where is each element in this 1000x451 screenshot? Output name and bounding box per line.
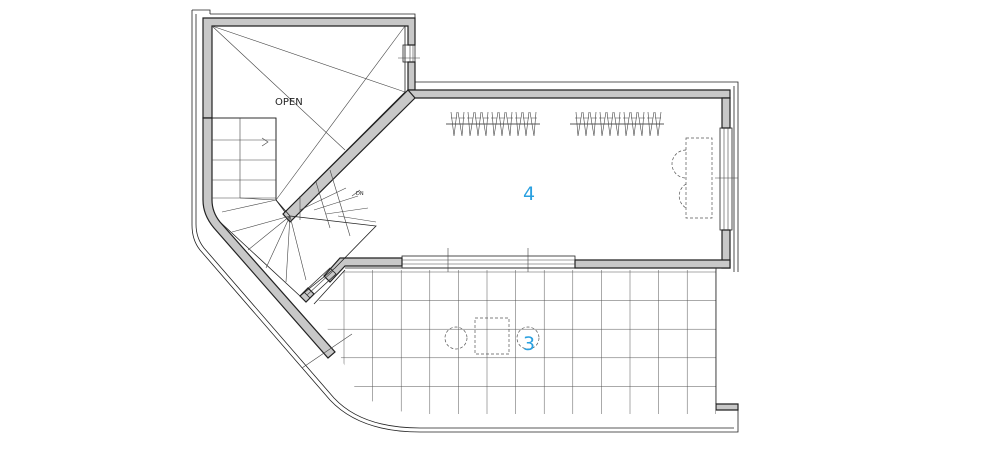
- hanger: [606, 111, 614, 137]
- staircase: DN: [212, 117, 377, 297]
- hanger: [599, 111, 607, 137]
- hanger: [647, 111, 655, 137]
- hanger: [498, 111, 506, 137]
- dn-label: DN: [356, 191, 364, 197]
- hanger: [474, 111, 482, 137]
- desk-room-4: [671, 137, 713, 219]
- hanger: [623, 111, 631, 137]
- hanger: [582, 111, 590, 137]
- hanger: [467, 111, 475, 137]
- hanger: [637, 111, 645, 137]
- hanger: [491, 111, 499, 137]
- hanger: [589, 111, 597, 137]
- hanger: [529, 111, 537, 137]
- outer-boundary: [191, 9, 739, 433]
- hanger: [450, 111, 458, 137]
- open-void: OPEN: [211, 25, 406, 213]
- walls: [202, 17, 739, 411]
- hanger: [457, 111, 465, 137]
- balcony-table: [444, 317, 540, 355]
- hanger: [522, 111, 530, 137]
- balcony-floor: [316, 270, 716, 414]
- room-number-4: 4: [523, 183, 535, 205]
- hanger: [481, 111, 489, 137]
- balcony-outline: [301, 267, 717, 404]
- open-label: OPEN: [275, 97, 303, 108]
- wardrobe-hangers: [446, 111, 664, 137]
- hanger: [515, 111, 523, 137]
- hanger: [613, 111, 621, 137]
- hanger: [505, 111, 513, 137]
- hanger: [654, 111, 662, 137]
- room-number-3: 3: [523, 333, 535, 355]
- windows: [303, 44, 738, 299]
- hanger: [575, 111, 583, 137]
- hanger: [630, 111, 638, 137]
